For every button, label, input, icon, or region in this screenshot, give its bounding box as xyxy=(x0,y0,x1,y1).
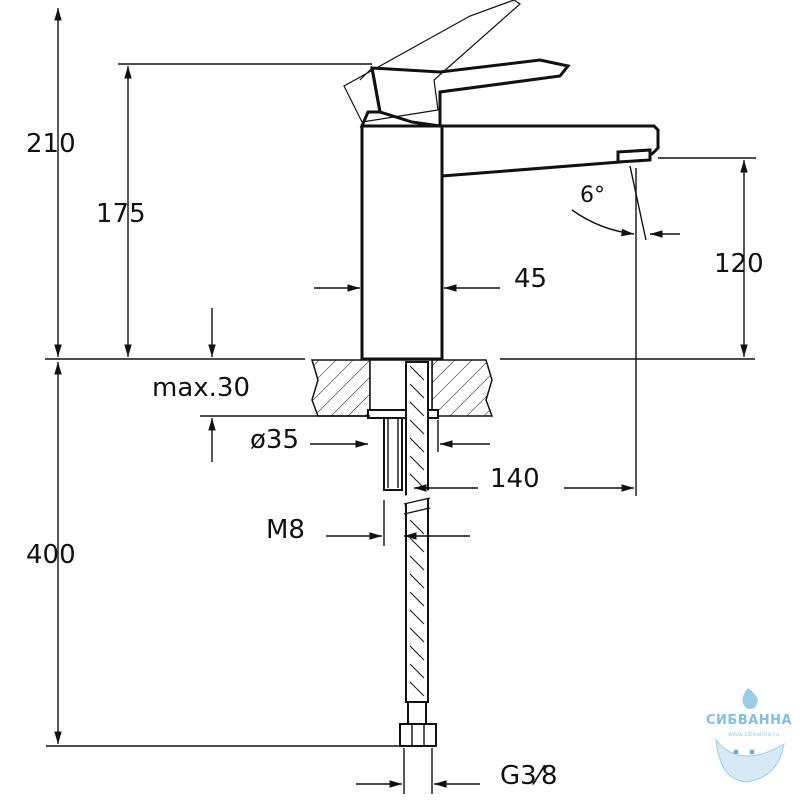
dimension-210: 210 xyxy=(26,8,76,357)
label-m8: M8 xyxy=(266,515,305,545)
faucet-body xyxy=(343,0,660,361)
label-max30: max.30 xyxy=(152,373,250,403)
label-6deg: 6° xyxy=(580,183,605,208)
dimension-6deg: 6° xyxy=(571,165,680,241)
dimension-max30: max.30 xyxy=(152,308,370,462)
label-210: 210 xyxy=(26,129,76,159)
dimension-140: 140 xyxy=(414,168,637,496)
dimension-m8: M8 xyxy=(266,500,470,546)
watermark-logo: СИБВАННА www.sibvanna.ru xyxy=(706,688,792,783)
dimension-120: 120 xyxy=(658,157,764,357)
dimension-g38: G3⁄8 xyxy=(356,748,558,794)
label-d35: ø35 xyxy=(250,425,299,455)
watermark-site: www.sibvanna.ru xyxy=(728,731,780,738)
counter-top xyxy=(310,359,494,417)
label-120: 120 xyxy=(714,249,764,279)
watermark-brand: СИБВАННА xyxy=(706,713,792,728)
label-45: 45 xyxy=(514,264,547,294)
dimension-d35: ø35 xyxy=(250,420,490,455)
bathtub-icon xyxy=(715,738,785,783)
dimension-175: 175 xyxy=(96,63,372,357)
dimension-400: 400 xyxy=(26,362,400,747)
label-140: 140 xyxy=(490,464,540,494)
label-g38: G3⁄8 xyxy=(500,761,558,791)
label-175: 175 xyxy=(96,199,146,229)
water-drop-icon xyxy=(742,688,758,709)
label-400: 400 xyxy=(26,540,76,570)
dimension-45: 45 xyxy=(314,264,547,294)
mounting-assembly xyxy=(367,359,439,747)
